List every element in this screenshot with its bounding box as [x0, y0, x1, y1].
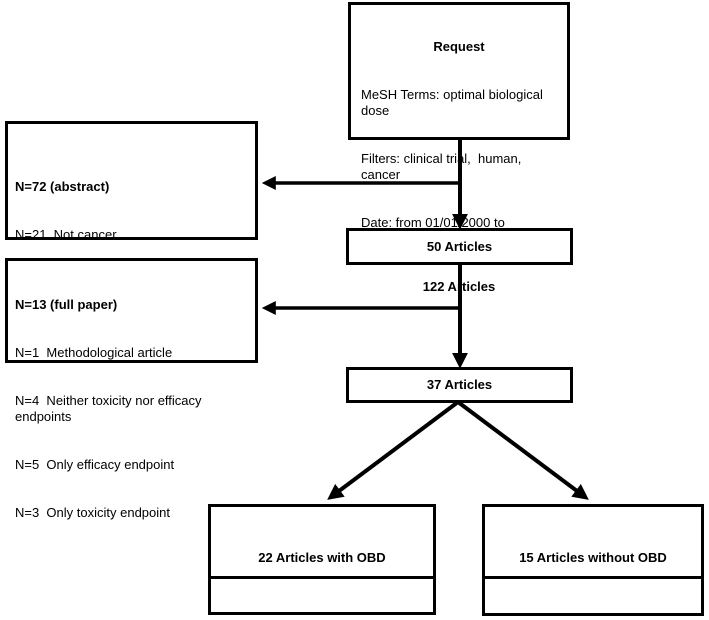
articles-37-box: 37 Articles: [346, 367, 573, 403]
excluded-full-paper-line: N=4 Neither toxicity nor efficacy endpoi…: [15, 393, 206, 424]
excluded-full-paper-title: N=13 (full paper): [15, 297, 118, 312]
articles-37-label: 37 Articles: [426, 377, 493, 392]
arrow-37-to-obd-icon: [327, 400, 460, 500]
request-filters-line: Filters: clinical trial, human, cancer: [361, 151, 526, 182]
without-obd-box: 15 Articles without OBD Safety and Effic…: [482, 504, 704, 616]
excluded-abstract-box: N=72 (abstract) N=21 Not cancer N=51 Pha…: [5, 121, 258, 322]
excluded-abstract-title: N=72 (abstract): [15, 179, 110, 194]
without-obd-header: 15 Articles without OBD: [485, 539, 701, 579]
excluded-abstract-line: N=21 Not cancer: [15, 227, 117, 242]
excluded-full-paper-box: N=13 (full paper) N=1 Methodological art…: [5, 258, 258, 520]
excluded-full-paper-line: N=3 Only toxicity endpoint: [15, 505, 170, 520]
with-obd-body: Safety and Efficacy endpoints with optim…: [211, 611, 433, 620]
without-obd-body: Safety and Efficacy endpoints without op…: [485, 611, 701, 620]
request-box: Request MeSH Terms: optimal biological d…: [348, 2, 570, 294]
articles-50-box: 50 Articles: [346, 228, 573, 265]
excluded-full-paper-line: N=1 Methodological article: [15, 345, 173, 360]
request-article-count: 122 Articles: [422, 279, 496, 294]
request-mesh-terms-line: MeSH Terms: optimal biological dose: [361, 87, 547, 118]
request-title: Request: [433, 39, 485, 54]
with-obd-header: 22 Articles with OBD: [211, 539, 433, 579]
arrow-37-to-noobd-icon: [456, 400, 589, 500]
articles-50-label: 50 Articles: [426, 238, 493, 254]
with-obd-box: 22 Articles with OBD Safety and Efficacy…: [208, 504, 436, 615]
excluded-full-paper-line: N=5 Only efficacy endpoint: [15, 457, 175, 472]
